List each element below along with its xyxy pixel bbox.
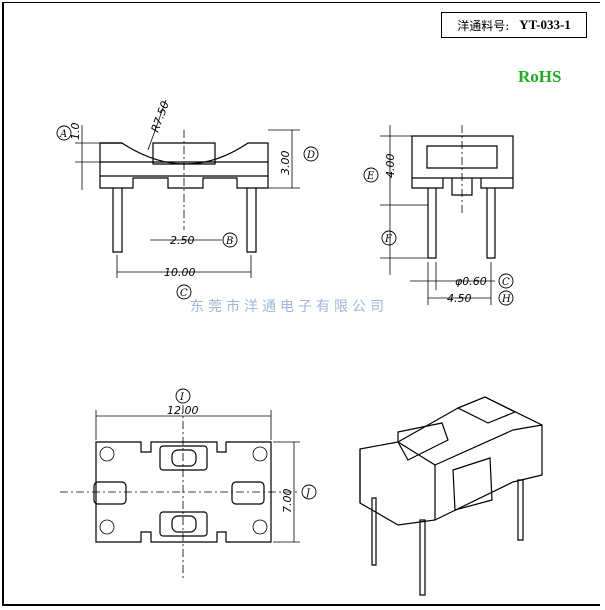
rohs-mark: RoHS xyxy=(518,67,562,86)
drawing-frame xyxy=(2,2,600,606)
marker-J: J xyxy=(304,488,311,499)
marker-I: I xyxy=(179,392,185,403)
dim-4-00: 4.00 xyxy=(384,154,397,179)
dim-7-00: 7.00 xyxy=(281,489,294,514)
part-number-box: 洋通料号: YT-033-1 xyxy=(441,12,587,38)
dim-10-00: 10.00 xyxy=(164,266,196,279)
dim-4-50: 4.50 xyxy=(447,292,472,305)
marker-F: F xyxy=(384,234,393,245)
dim-3-00: 3.00 xyxy=(279,151,292,176)
dim-0-60: φ0.60 xyxy=(455,275,487,288)
marker-A: A xyxy=(59,129,67,140)
marker-C-side: C xyxy=(502,277,510,288)
marker-B: B xyxy=(225,236,233,247)
part-number-value: YT-033-1 xyxy=(519,17,571,32)
dim-12-00: 12.00 xyxy=(167,404,199,417)
front-view xyxy=(75,99,300,278)
marker-H: H xyxy=(501,294,511,305)
side-view xyxy=(380,125,514,305)
company-watermark: 东莞市洋通电子有限公司 xyxy=(190,299,388,315)
dim-r7-50: R7.50 xyxy=(149,99,172,134)
dim-2-50: 2.50 xyxy=(170,234,195,247)
reference-markers xyxy=(56,125,514,500)
isometric-view xyxy=(359,396,543,596)
marker-C-front: C xyxy=(180,288,188,299)
marker-D: D xyxy=(306,150,315,161)
marker-E: E xyxy=(366,171,375,182)
bottom-view xyxy=(60,405,300,580)
part-number-label: 洋通料号: xyxy=(457,18,510,33)
dim-1-0: 1.0 xyxy=(69,123,82,141)
